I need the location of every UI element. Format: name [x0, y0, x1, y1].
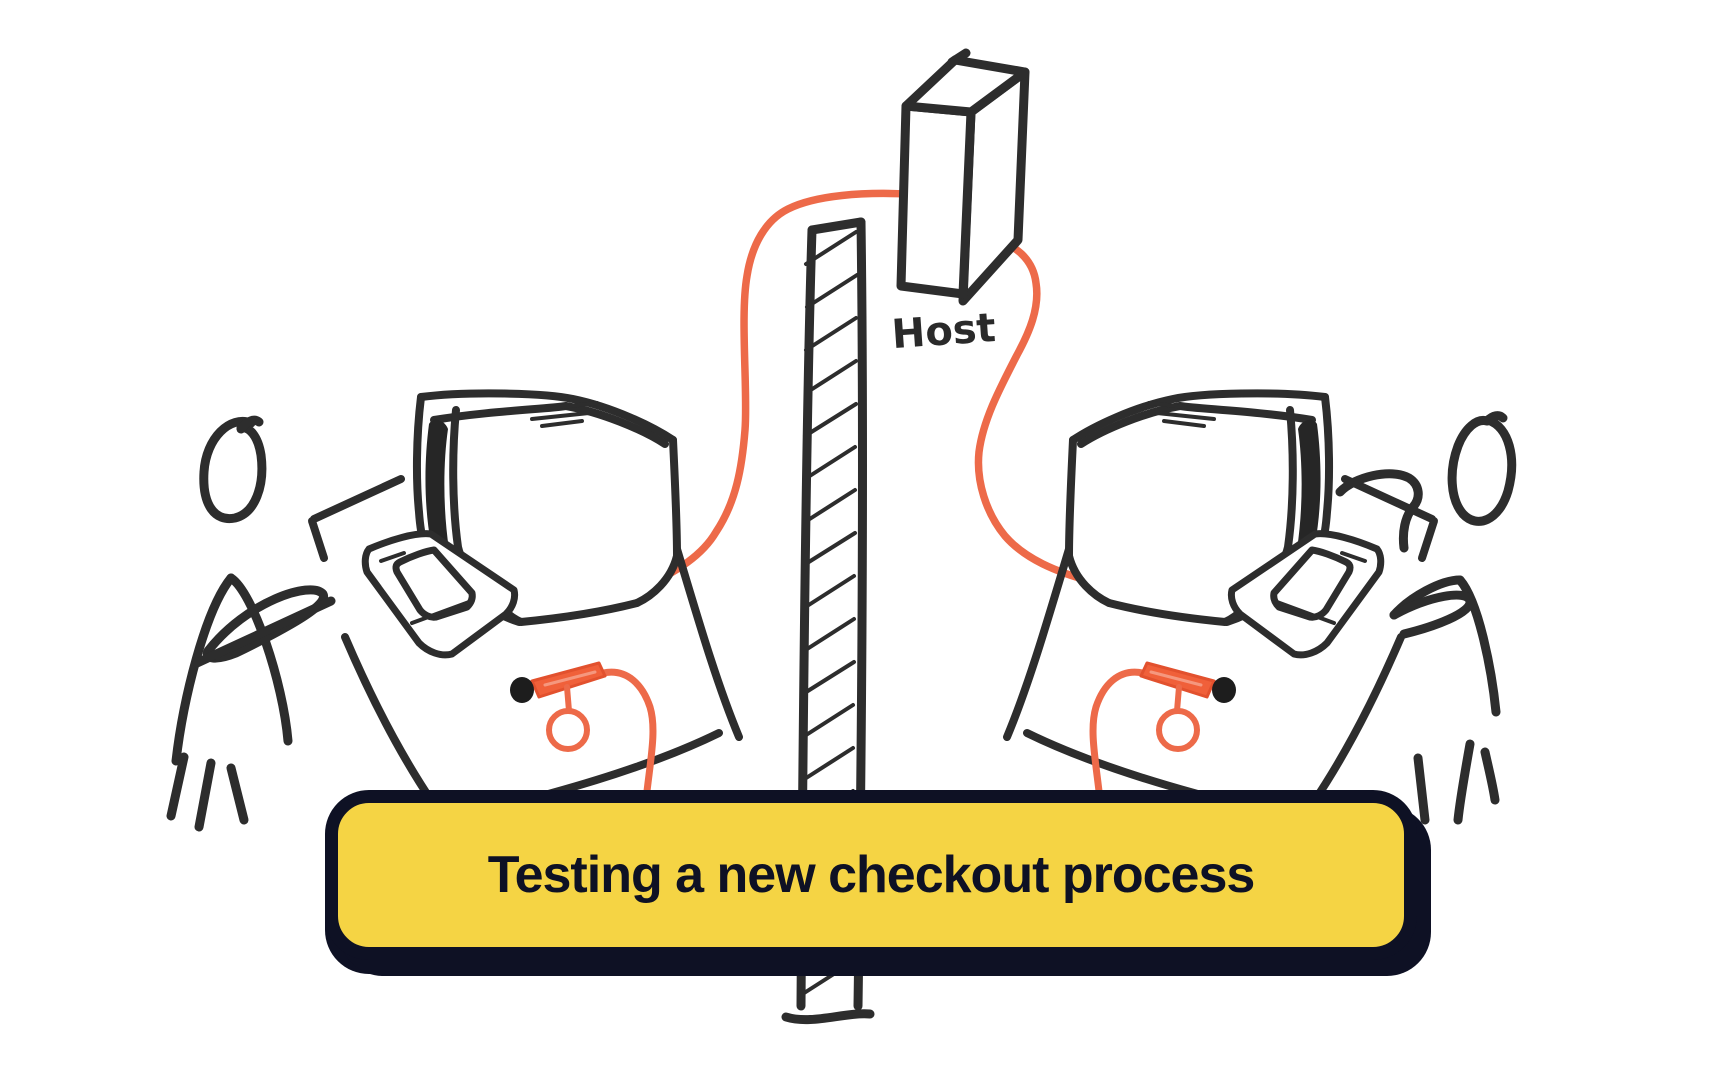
left-person-head [199, 417, 267, 524]
banner-title: Testing a new checkout process [487, 846, 1256, 904]
right-cable [974, 230, 1097, 586]
right-person-arm [1335, 469, 1423, 553]
left-station [312, 393, 739, 806]
host-box [896, 48, 1030, 306]
left-person-body [171, 573, 236, 766]
right-person [1335, 411, 1517, 825]
right-station [1007, 393, 1434, 806]
left-person-legs [166, 752, 249, 832]
host-label: Host [890, 305, 997, 358]
right-person-head [1447, 415, 1517, 526]
title-banner: Testing a new checkout process [325, 790, 1417, 960]
left-person [166, 415, 336, 832]
left-cable [647, 189, 911, 588]
right-person-legs [1413, 739, 1500, 825]
